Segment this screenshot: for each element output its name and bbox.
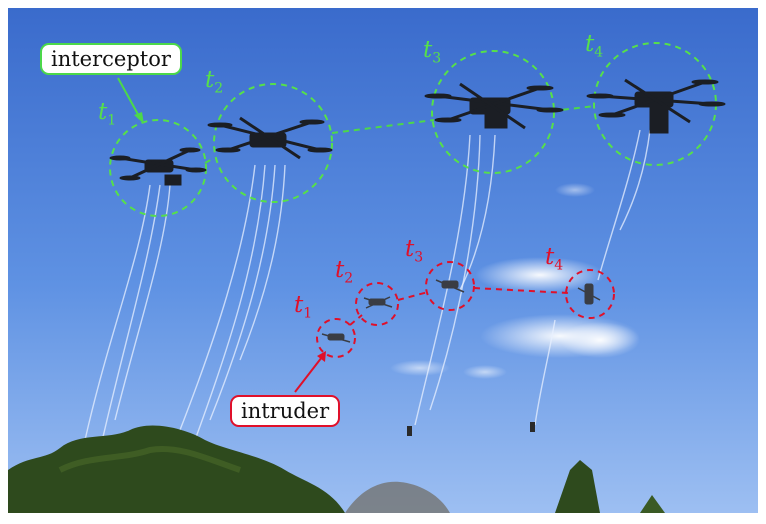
- trees: [8, 425, 665, 513]
- interceptor-arrow-head: [134, 112, 144, 124]
- interceptor-label: interceptor: [40, 43, 182, 75]
- intruder-time-label-t4: t4: [545, 244, 564, 274]
- interceptor-drone-t4: [586, 78, 726, 134]
- intruder-circles: [316, 261, 615, 358]
- intruder-arrow-head: [317, 351, 326, 362]
- interceptor-drone-t3: [424, 82, 564, 130]
- intruder-label: intruder: [230, 395, 341, 427]
- label-arrows: [117, 77, 326, 393]
- intruder-circle-t2: [355, 282, 399, 326]
- intruder-circle-t3: [425, 261, 475, 311]
- interceptor-drone-t2: [207, 116, 333, 160]
- streamers: [84, 129, 651, 451]
- intruder-drones: [321, 279, 601, 343]
- interceptor-time-label-t4: t4: [585, 31, 604, 61]
- hanging-weights: [407, 422, 535, 436]
- intruder-time-label-t1: t1: [294, 292, 313, 322]
- clouds: [390, 183, 640, 379]
- interceptor-circle-t1: [109, 119, 207, 217]
- interceptor-time-label-t3: t3: [423, 37, 442, 67]
- intruder-circle-t4: [565, 269, 615, 319]
- intruder-path: [349, 287, 569, 326]
- intruder-circle-t1: [316, 318, 356, 358]
- intruder-time-label-t3: t3: [405, 236, 424, 266]
- interceptor-circle-t2: [213, 83, 333, 203]
- interceptor-time-label-t1: t1: [98, 99, 117, 129]
- intruder-time-label-t2: t2: [335, 257, 354, 287]
- interceptor-drone-t1: [109, 147, 207, 186]
- interceptor-time-label-t2: t2: [205, 67, 224, 97]
- interceptor-path: [204, 105, 596, 164]
